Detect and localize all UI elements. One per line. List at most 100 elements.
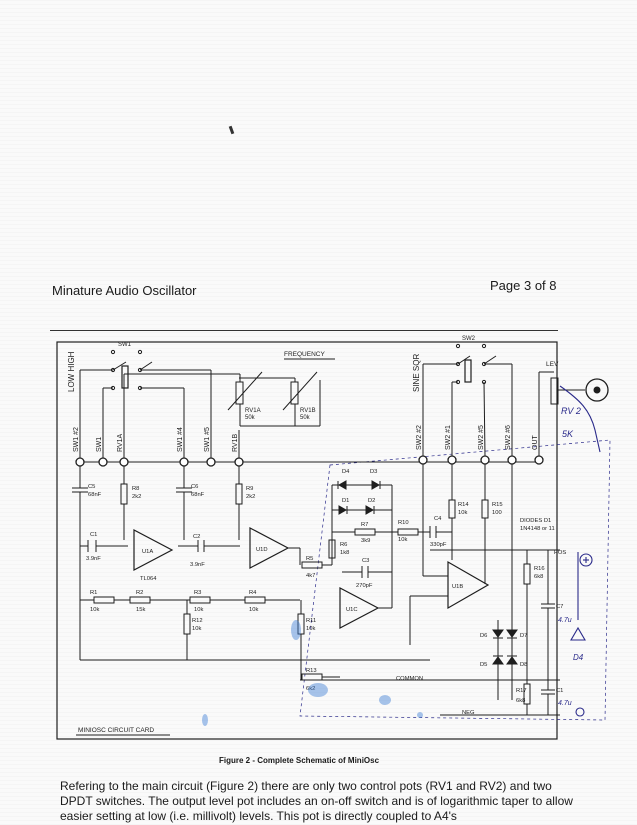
terminal-rv1a xyxy=(119,457,129,467)
c3-value: 270pF xyxy=(356,583,373,589)
handwritten-annotations: RV 2 5K 4.7u 4.7u D4 xyxy=(558,385,601,717)
c3-label: C3 xyxy=(362,558,369,564)
r16-label: R16 xyxy=(534,566,545,572)
terminal-sw1-4 xyxy=(179,457,189,467)
terminal-label-5: SW1 #5 xyxy=(204,427,211,452)
c7-power-label: C7 xyxy=(556,604,563,610)
handwritten-d-label: D4 xyxy=(573,653,584,662)
r4-value: 10k xyxy=(249,607,258,613)
document-title: Minature Audio Oscillator xyxy=(52,283,197,298)
r3-label: R3 xyxy=(194,590,201,596)
diodes-note: DIODES D1 xyxy=(520,518,551,524)
c1-value: 3.9nF xyxy=(86,556,101,562)
r7-value: 3k9 xyxy=(361,538,370,544)
r6-label: R6 xyxy=(340,542,347,548)
c1-label: C1 xyxy=(90,532,97,538)
c5-label: C5 xyxy=(88,484,95,490)
terminal-label-8: SW2 #1 xyxy=(445,425,452,450)
schematic-border xyxy=(56,341,558,740)
sw2-switch: SW2 xyxy=(422,336,513,457)
r15-value: 100 xyxy=(492,510,502,516)
d6-label: D6 xyxy=(480,633,487,639)
r7-label: R7 xyxy=(361,522,368,528)
level-pot: LEV xyxy=(538,361,609,456)
r9-value: 2k2 xyxy=(246,494,255,500)
frequency-label: FREQUENCY xyxy=(284,351,325,358)
r9-label: R9 xyxy=(246,486,253,492)
r12-label: R12 xyxy=(192,618,203,624)
r3-value: 10k xyxy=(194,607,203,613)
r1-value: 10k xyxy=(90,607,99,613)
header-rule xyxy=(50,330,558,331)
d7-label: D7 xyxy=(520,633,527,639)
r17-value: 6k8 xyxy=(516,698,525,704)
c4-value: 330pF xyxy=(430,542,447,548)
handwritten-ground-symbol xyxy=(575,707,585,717)
right-components: U1B DIODES D1 1N4148 or 11 POS NEG COMMO… xyxy=(396,464,566,716)
u1a-label: U1A xyxy=(142,549,153,555)
r5-label: R5 xyxy=(306,556,313,562)
r10-value: 10k xyxy=(398,537,407,543)
terminal-label-9: SW2 #5 xyxy=(478,425,485,450)
pos-label: POS xyxy=(554,550,566,556)
scan-smudges xyxy=(202,620,423,726)
r17-label: R17 xyxy=(516,688,527,694)
r8-value: 2k2 xyxy=(132,494,141,500)
u1c-opamp xyxy=(339,587,380,629)
r13-label: R13 xyxy=(306,668,317,674)
page-number: Page 3 of 8 xyxy=(490,278,557,293)
c4-label: C4 xyxy=(434,516,442,522)
handwritten-c7-value: 4.7u xyxy=(558,617,572,624)
sw1-switch: SW1 xyxy=(79,342,212,458)
d2-label: D2 xyxy=(368,498,375,504)
handwritten-5k: 5K xyxy=(562,429,574,439)
terminal-sw1 xyxy=(98,457,108,467)
r1-label: R1 xyxy=(90,590,97,596)
r2-label: R2 xyxy=(136,590,143,596)
rv1b-label: RV1B xyxy=(300,408,316,414)
d8-label: D8 xyxy=(520,662,527,668)
output-jack-icon xyxy=(585,378,609,402)
hand-drawn-outline xyxy=(299,439,611,721)
u1a-opamp xyxy=(133,529,174,571)
u1d-label: U1D xyxy=(256,547,268,553)
c2-value: 3.9nF xyxy=(190,562,205,568)
terminal-rv1b xyxy=(234,457,244,467)
terminal-label-4: SW1 #4 xyxy=(177,427,184,452)
handwritten-rv2: RV 2 xyxy=(561,406,581,416)
r4-label: R4 xyxy=(249,590,257,596)
r15-label: R15 xyxy=(492,502,503,508)
terminal-label-2: SW1 xyxy=(96,437,103,452)
d1-label: D1 xyxy=(342,498,349,504)
handwritten-c1-value: 4.7u xyxy=(558,700,572,707)
sw2-label: SW2 xyxy=(462,336,476,342)
r14-label: R14 xyxy=(458,502,469,508)
sw1-label: SW1 xyxy=(118,342,132,348)
lev-label: LEV xyxy=(546,361,559,368)
r11-value: 10k xyxy=(306,626,315,632)
c6-value: 68nF xyxy=(191,492,205,498)
r6-value: 1k8 xyxy=(340,550,349,556)
terminal-sw1-2 xyxy=(75,457,85,467)
terminal-sw2-5 xyxy=(480,455,490,465)
terminal-sw1-5 xyxy=(206,457,216,467)
u1b-opamp xyxy=(447,560,490,610)
r16-value: 6k8 xyxy=(534,574,543,580)
rv1a-label: RV1A xyxy=(245,408,261,414)
r13-value: 6k2 xyxy=(306,686,315,692)
rv1b-value: 50k xyxy=(300,415,311,421)
c2-label: C2 xyxy=(193,534,200,540)
low-high-label: LOW HIGH xyxy=(67,351,76,392)
terminal-label-1: SW1 #2 xyxy=(73,427,80,452)
d5-label: D5 xyxy=(480,662,487,668)
terminal-sw2-2 xyxy=(418,455,428,465)
terminal-sw2-6 xyxy=(507,455,517,465)
neg-label: NEG xyxy=(462,710,475,716)
sine-sqr-label: SINE SQR xyxy=(412,354,421,392)
terminal-label-11: OUT xyxy=(532,435,539,451)
left-components: C5 68nF R8 2k2 C6 68nF R9 2k2 C1 3.9nF C… xyxy=(72,466,300,660)
diodes-note2: 1N4148 or 11 xyxy=(520,526,555,532)
terminal-label-3: RV1A xyxy=(117,434,124,452)
